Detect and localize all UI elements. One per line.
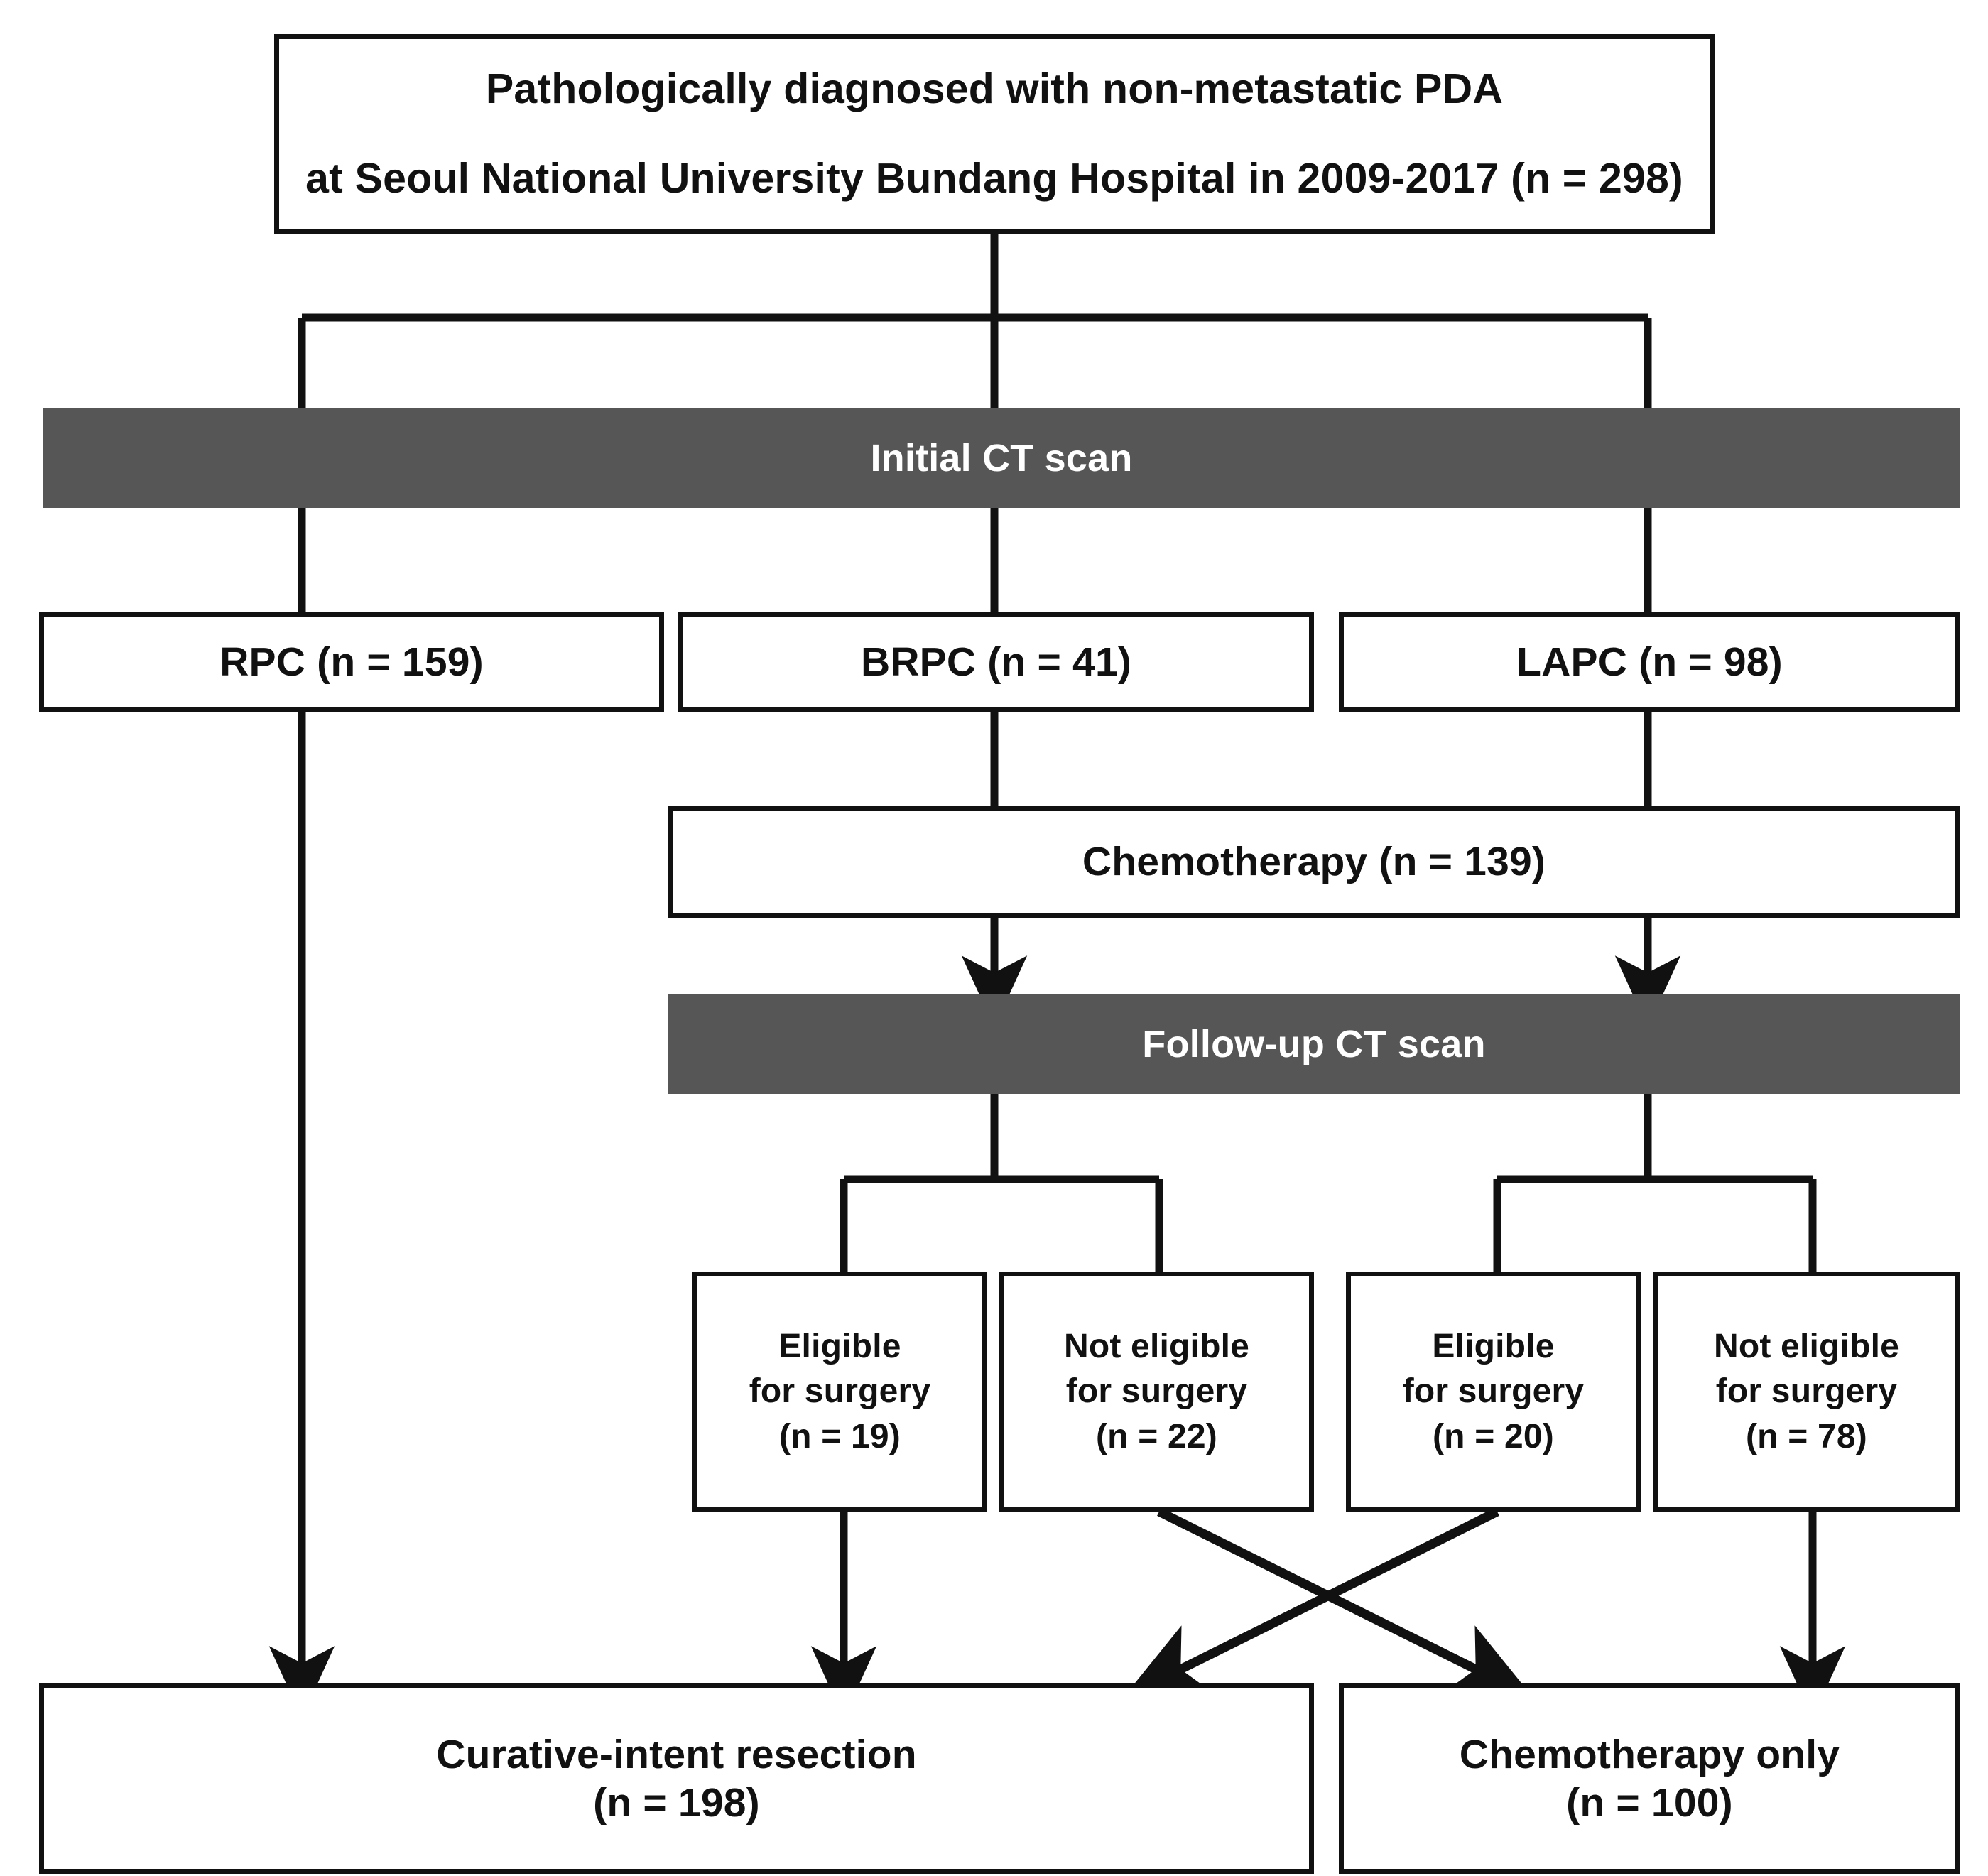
cohort-line-1: Pathologically diagnosed with non-metast… [485, 65, 1504, 113]
initial-ct-scan-label: Initial CT scan [870, 436, 1133, 479]
edge-brpc-not-eligible-to-chemo-only [1157, 1507, 1534, 1698]
brpc-not-eligible-line-2: for surgery [1065, 1372, 1248, 1411]
lapc-not-eligible-line-2: for surgery [1715, 1372, 1898, 1411]
lapc-not-eligible-line-3: (n = 78) [1746, 1417, 1867, 1455]
cohort-line-2: at Seoul National University Bundang Hos… [305, 155, 1683, 202]
rpc-label: RPC (n = 159) [219, 639, 484, 685]
chemo-only-line-2: (n = 100) [1566, 1780, 1733, 1826]
node-chemotherapy[interactable]: Chemotherapy (n = 139) [668, 806, 1960, 918]
node-curative-intent-resection[interactable]: Curative-intent resection (n = 198) [39, 1683, 1314, 1874]
node-followup-ct-scan[interactable]: Follow-up CT scan [668, 994, 1960, 1094]
brpc-eligible-line-2: for surgery [749, 1372, 931, 1411]
brpc-not-eligible-line-1: Not eligible [1063, 1327, 1250, 1365]
brpc-label: BRPC (n = 41) [860, 639, 1132, 685]
node-cohort[interactable]: Pathologically diagnosed with non-metast… [274, 34, 1715, 234]
resection-line-2: (n = 198) [593, 1780, 760, 1826]
node-lapc-eligible[interactable]: Eligible for surgery (n = 20) [1346, 1272, 1641, 1512]
brpc-eligible-line-3: (n = 19) [779, 1417, 901, 1455]
node-brpc-not-eligible[interactable]: Not eligible for surgery (n = 22) [999, 1272, 1314, 1512]
node-rpc[interactable]: RPC (n = 159) [39, 612, 664, 712]
node-brpc[interactable]: BRPC (n = 41) [678, 612, 1314, 712]
node-lapc-not-eligible[interactable]: Not eligible for surgery (n = 78) [1653, 1272, 1960, 1512]
followup-ct-scan-label: Follow-up CT scan [1142, 1022, 1486, 1066]
node-brpc-eligible[interactable]: Eligible for surgery (n = 19) [692, 1272, 987, 1512]
chemotherapy-label: Chemotherapy (n = 139) [1082, 839, 1546, 885]
brpc-not-eligible-line-3: (n = 22) [1096, 1417, 1217, 1455]
lapc-eligible-line-2: for surgery [1402, 1372, 1585, 1411]
node-initial-ct-scan[interactable]: Initial CT scan [43, 408, 1960, 508]
lapc-label: LAPC (n = 98) [1516, 639, 1783, 685]
lapc-not-eligible-line-1: Not eligible [1713, 1327, 1900, 1365]
lapc-eligible-line-1: Eligible [1432, 1327, 1555, 1365]
node-chemotherapy-only[interactable]: Chemotherapy only (n = 100) [1339, 1683, 1960, 1874]
lapc-eligible-line-3: (n = 20) [1433, 1417, 1554, 1455]
edge-lapc-eligible-to-resection [1122, 1507, 1499, 1698]
brpc-eligible-line-1: Eligible [778, 1327, 901, 1365]
resection-line-1: Curative-intent resection [436, 1731, 917, 1777]
node-lapc[interactable]: LAPC (n = 98) [1339, 612, 1960, 712]
chemo-only-line-1: Chemotherapy only [1459, 1731, 1840, 1777]
